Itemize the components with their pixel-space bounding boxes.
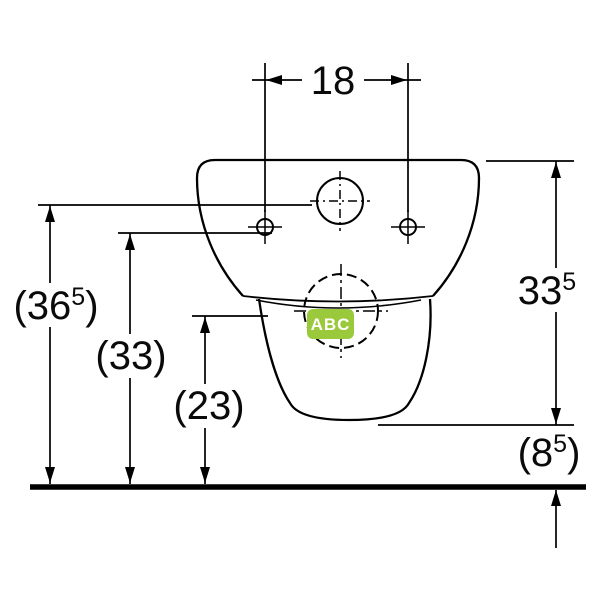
arrow-33-bottom — [125, 467, 135, 483]
dimension-labels: 18 (365) (33) (23) 335 (85) — [13, 59, 580, 475]
arrow-85-up — [551, 490, 561, 506]
dimension-label-left-mid: (33) — [95, 334, 166, 378]
label-bg-85 — [512, 430, 588, 474]
dimension-label-bottom-right: (85) — [518, 430, 581, 475]
watermark-badge-label: ABC — [311, 315, 351, 334]
toilet-rim-line — [242, 295, 434, 303]
arrowheads — [45, 75, 561, 506]
label-bg-335 — [514, 268, 584, 312]
label-bg-23 — [174, 384, 244, 428]
arrow-365-top — [45, 206, 55, 222]
toilet-bowl-outline — [257, 298, 432, 422]
arrow-335-top — [551, 162, 561, 178]
dimension-label-top-width: 18 — [311, 59, 356, 103]
dimension-label-left-inner: (23) — [173, 384, 244, 428]
arrow-23-top — [200, 317, 210, 333]
dimension-label-right-height: 335 — [518, 268, 576, 313]
arrow-33-top — [125, 234, 135, 250]
label-bg-365 — [14, 283, 100, 327]
label-bg-18 — [302, 59, 364, 101]
watermark-badge-background — [307, 309, 354, 339]
arrow-365-bottom — [45, 467, 55, 483]
arrow-18-right — [391, 75, 407, 85]
dimension-lines — [38, 63, 574, 548]
arrow-335-bottom — [551, 408, 561, 424]
label-backgrounds — [14, 59, 588, 474]
arrow-23-bottom — [200, 467, 210, 483]
toilet-body — [195, 158, 481, 422]
watermark-badge: ABC — [307, 309, 354, 339]
toilet-rim-inner-line — [255, 299, 422, 309]
label-bg-33 — [96, 334, 166, 378]
arrow-18-left — [266, 75, 282, 85]
toilet-upper-outline — [195, 158, 481, 297]
dimension-label-left-outer: (365) — [13, 283, 98, 328]
